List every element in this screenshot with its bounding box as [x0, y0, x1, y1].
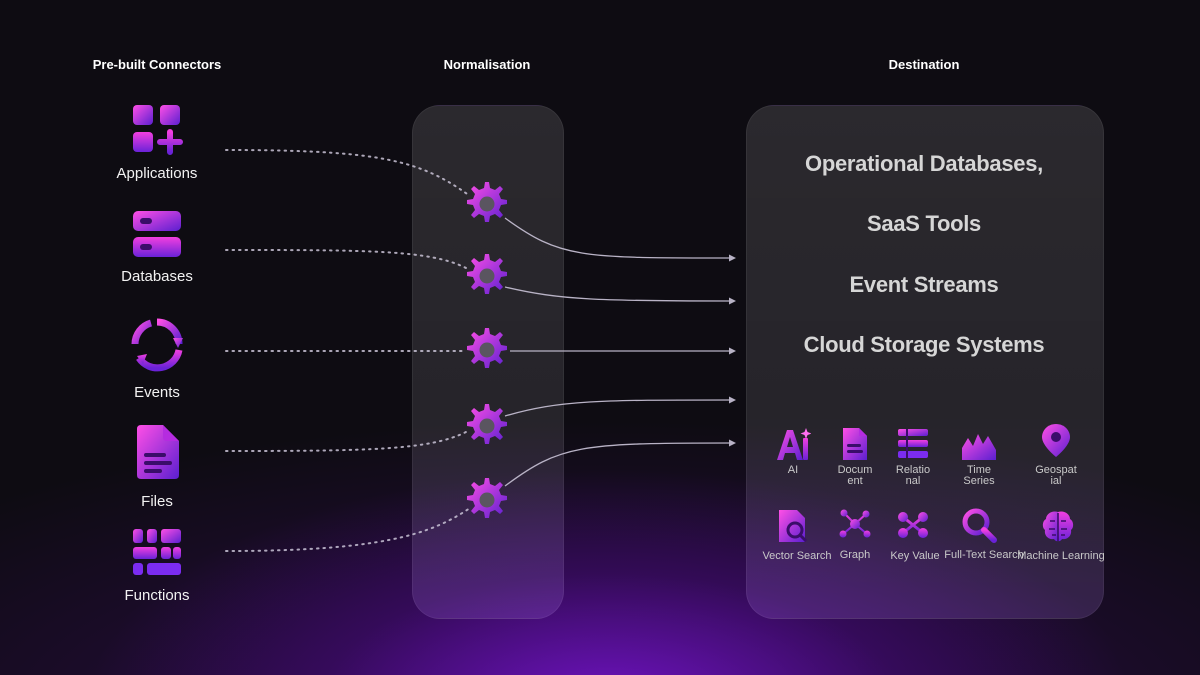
- dotted-connector-functions: [225, 507, 471, 552]
- location-pin-icon: [1042, 424, 1070, 457]
- database-icon: [133, 211, 181, 257]
- source-label-applications: Applications: [116, 165, 198, 182]
- source-label-functions: Functions: [124, 587, 190, 604]
- functions-grid-icon: [133, 529, 181, 575]
- sources-column-title: Pre-built Connectors: [92, 57, 222, 72]
- file-icon: [137, 425, 179, 479]
- db-type-label-document: Docum ent: [837, 464, 873, 487]
- gear-icon: [467, 404, 507, 444]
- db-type-label-key-value: Key Value: [890, 550, 940, 562]
- db-type-label-vector-search: Vector Search: [762, 550, 832, 562]
- gear-icon: [467, 182, 507, 222]
- relational-icon: [898, 429, 928, 458]
- gear-icon: [467, 328, 507, 368]
- db-type-label-graph: Graph: [839, 549, 871, 561]
- normalisation-column-title: Normalisation: [443, 57, 531, 72]
- destination-saas-tools: SaaS Tools: [867, 211, 981, 236]
- source-label-events: Events: [134, 384, 180, 401]
- arrowhead-4: [729, 396, 736, 404]
- dotted-connector-databases: [225, 249, 467, 269]
- arrowhead-1: [729, 254, 736, 262]
- arrowhead-3: [729, 347, 736, 355]
- destination-operational-databases: Operational Databases,: [805, 151, 1043, 176]
- magnifier-icon: [962, 508, 997, 543]
- graph-icon: [839, 509, 871, 538]
- document-icon: [843, 428, 867, 460]
- destination-event-streams: Event Streams: [849, 272, 999, 297]
- destination-column-title: Destination: [888, 57, 960, 72]
- db-type-label-machine-learning: Machine Learning: [1017, 550, 1105, 562]
- output-line-5: [504, 442, 731, 487]
- output-line-2: [504, 286, 731, 302]
- brain-icon: [1042, 511, 1074, 542]
- arrowhead-5: [729, 439, 736, 447]
- gear-icon: [467, 254, 507, 294]
- db-type-label-full-text-search: Full-Text Search: [944, 549, 1024, 561]
- ai-icon: [777, 428, 811, 460]
- dotted-connector-applications: [225, 149, 471, 197]
- db-type-label-relational: Relatio nal: [895, 464, 931, 487]
- output-line-4: [504, 399, 731, 417]
- db-type-label-ai: AI: [787, 464, 799, 476]
- db-type-label-time-series: Time Series: [963, 464, 995, 487]
- vector-search-icon: [779, 510, 808, 543]
- gear-icon: [467, 478, 507, 518]
- output-line-1: [504, 217, 731, 259]
- arrowhead-2: [729, 297, 736, 305]
- time-series-icon: [962, 434, 996, 460]
- db-type-label-geospatial: Geospat ial: [1035, 464, 1077, 487]
- dotted-connector-files: [225, 431, 467, 452]
- source-label-databases: Databases: [121, 268, 193, 285]
- cycle-arrows-icon: [131, 318, 183, 372]
- destination-cloud-storage: Cloud Storage Systems: [803, 332, 1045, 357]
- grid-apps-icon: [133, 105, 183, 155]
- source-label-files: Files: [141, 493, 173, 510]
- key-value-icon: [898, 512, 928, 538]
